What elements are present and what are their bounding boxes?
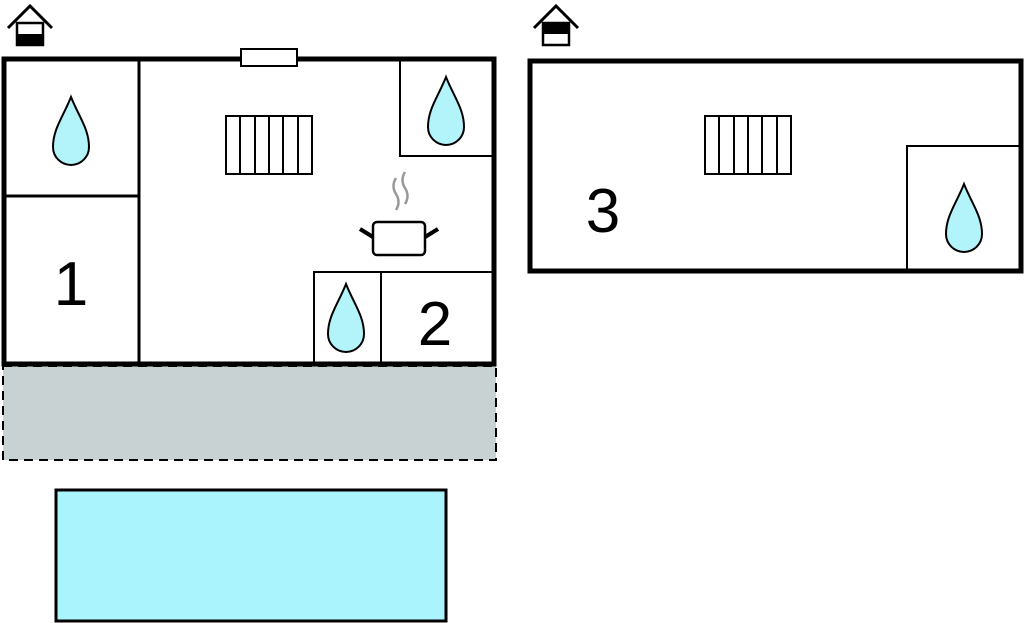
ground-floor	[1, 48, 497, 367]
room-label-1: 1	[54, 250, 88, 319]
window-icon	[240, 48, 298, 67]
swimming-pool	[54, 488, 448, 623]
room-label-2: 2	[418, 290, 452, 359]
radiator-icon	[225, 115, 313, 175]
room-label-3: 3	[586, 177, 620, 246]
house-ground-floor-icon	[6, 3, 54, 47]
radiator-icon	[704, 115, 792, 175]
house-upper-floor-icon	[532, 3, 580, 47]
kitchen-pot-icon	[358, 171, 440, 257]
terrace-area	[2, 365, 497, 461]
